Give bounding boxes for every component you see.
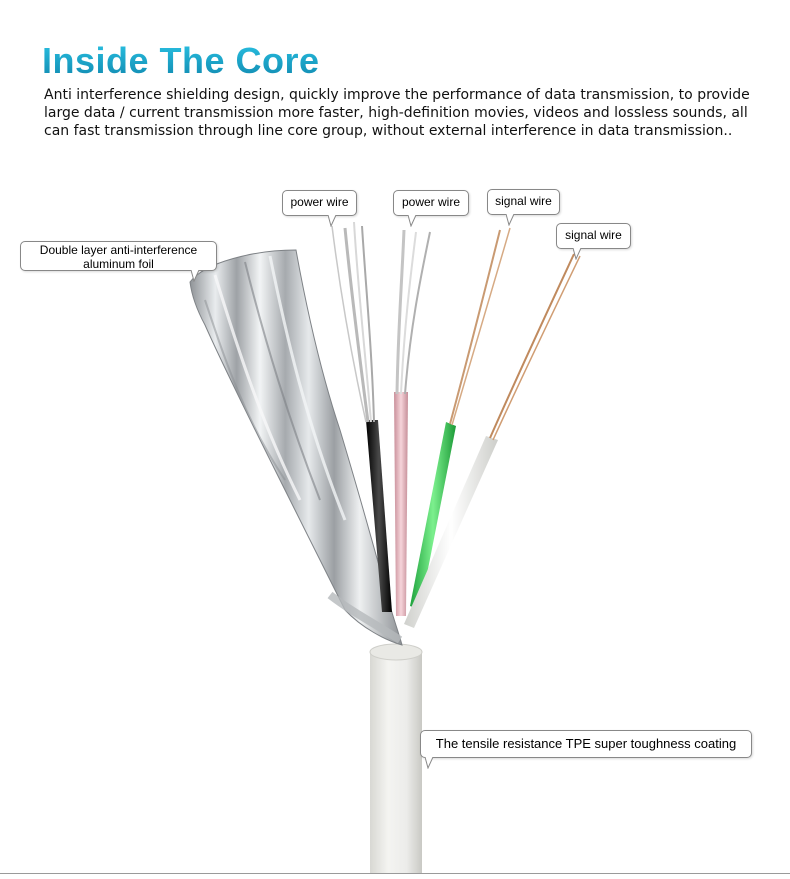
callout-aluminum-foil: Double layer anti-interference aluminum … (20, 241, 217, 282)
callout-text: The tensile resistance TPE super toughne… (435, 736, 737, 751)
green-signal-wire (410, 227, 511, 610)
callout-power-wire-1: power wire (282, 190, 357, 227)
callout-text: aluminum foil (83, 257, 154, 271)
callout-pointer (328, 215, 337, 227)
description-line: Anti interference shielding design, quic… (44, 87, 750, 103)
cable-illustration (189, 221, 581, 874)
callout-text: signal wire (495, 194, 552, 208)
description: Anti interference shielding design, quic… (44, 86, 750, 140)
black-power-wire (331, 221, 392, 612)
callout-power-wire-2: power wire (393, 190, 469, 227)
callout-text: signal wire (565, 228, 622, 242)
page-title: Inside The Core (42, 40, 320, 81)
callout-pointer (408, 215, 417, 227)
bottom-divider (0, 873, 790, 874)
callout-pointer (573, 248, 582, 260)
outer-jacket (369, 643, 423, 874)
white-signal-wire (404, 253, 581, 628)
aluminum-foil (189, 249, 403, 646)
callout-text: Double layer anti-interference (39, 243, 198, 257)
callout-pointer (506, 214, 515, 226)
callout-signal-wire-2: signal wire (556, 223, 631, 260)
description-line: large data / current transmission more f… (44, 105, 748, 121)
pink-power-wire (394, 229, 431, 616)
callout-pointer (191, 270, 200, 282)
callout-signal-wire-1: signal wire (487, 189, 560, 226)
callout-text: power wire (401, 195, 461, 209)
description-line: can fast transmission through line core … (44, 123, 733, 139)
callout-text: power wire (290, 195, 349, 209)
callout-pointer (425, 757, 434, 769)
callout-tpe-coating: The tensile resistance TPE super toughne… (420, 730, 752, 769)
